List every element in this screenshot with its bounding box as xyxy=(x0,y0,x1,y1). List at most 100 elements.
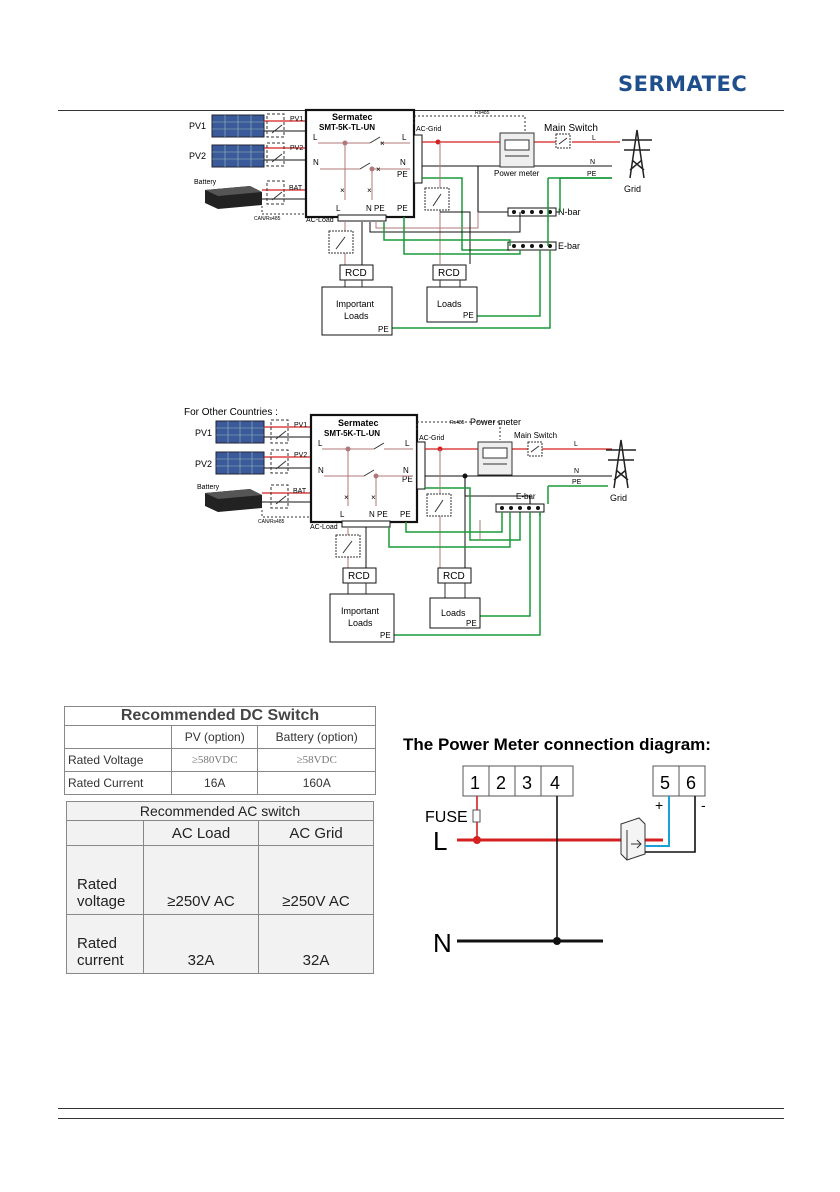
important-loads-label-2: Loads xyxy=(348,618,373,628)
pv2-panel-icon xyxy=(215,451,265,475)
pv2-port-label: PV2 xyxy=(290,145,303,152)
meter-connection-diagram: The Power Meter connection diagram: 1 2 … xyxy=(403,735,711,956)
footer-divider-1 xyxy=(58,1108,784,1109)
pe-label: PE xyxy=(466,619,477,628)
ac-row-current-label: Rated current xyxy=(66,914,144,974)
grid-tower-icon xyxy=(622,129,652,179)
meter-diagram-title: The Power Meter connection diagram: xyxy=(403,735,711,754)
loads-box xyxy=(429,597,481,629)
rcd-2-box xyxy=(432,264,467,281)
rcd-1-box xyxy=(339,264,374,281)
header-divider xyxy=(58,110,784,111)
terminal-6: 6 xyxy=(686,773,696,793)
inverter-brand: Sermatec xyxy=(338,418,379,428)
line-n-label: N xyxy=(433,928,452,956)
inv-n-label: N xyxy=(313,158,319,167)
inv-grid-n-label: N xyxy=(403,466,409,475)
relay-mark: × xyxy=(376,165,381,174)
bat-port-label: BAT xyxy=(289,185,303,192)
rcd-label: RCD xyxy=(348,571,370,582)
inv-load-l-label: L xyxy=(340,510,345,519)
power-meter-1-icon xyxy=(499,132,535,168)
inv-grid-n-label: N xyxy=(400,158,406,167)
grid-pe-label: PE xyxy=(587,171,597,178)
ac-table-title: Recommended AC switch xyxy=(66,801,374,821)
inverter-model: SMT-5K-TL-UN xyxy=(324,429,380,438)
n-bar-label: N-bar xyxy=(558,207,581,217)
rcd-label: RCD xyxy=(438,268,460,279)
terminal-2: 2 xyxy=(496,773,506,793)
dc-row-current-label: Rated Current xyxy=(64,771,172,795)
ac-empty-cell xyxy=(66,820,144,846)
dc-switch-table: Recommended DC Switch PV (option) Batter… xyxy=(64,706,376,795)
ac-current-label-1: Rated xyxy=(77,935,118,952)
e-bar-label: E-bar xyxy=(516,492,536,501)
inv-load-pe-label: PE xyxy=(377,510,388,519)
rs485-label: Rs485 xyxy=(450,420,465,426)
rcd-label: RCD xyxy=(443,571,465,582)
ct-clamp-icon xyxy=(620,817,646,861)
pe-label: PE xyxy=(463,311,474,320)
inverter-model: SMT-5K-TL-UN xyxy=(319,123,375,132)
rcd-2-box xyxy=(437,567,472,584)
pv1-panel-icon xyxy=(215,420,265,444)
battery-label: Battery xyxy=(194,179,217,186)
pv2-port-label: PV2 xyxy=(294,452,307,459)
line-l-label: L xyxy=(433,826,447,856)
ac-load-voltage: ≥250V AC xyxy=(143,845,259,915)
inv-load-pe-label: PE xyxy=(374,204,385,213)
ac-grid-label: AC-Grid xyxy=(419,435,444,442)
grid-l-label: L xyxy=(574,441,578,448)
ac-load-terminal xyxy=(337,214,387,222)
important-loads-box xyxy=(329,593,395,643)
main-switch-label: Main Switch xyxy=(544,123,598,134)
battery-icon xyxy=(205,489,262,512)
inv-grid-pe-label: PE xyxy=(397,170,408,179)
inv-load-l-label: L xyxy=(336,204,341,213)
minus-label: - xyxy=(701,797,706,813)
dc-col-battery: Battery (option) xyxy=(257,725,376,749)
inv-load-n-label: N xyxy=(369,510,375,519)
ac-grid-label: AC-Grid xyxy=(416,126,441,133)
dc-empty-cell xyxy=(64,725,172,749)
terminal-1: 1 xyxy=(470,773,480,793)
dc-switch-box xyxy=(270,419,289,509)
wiring-diagram-2: For Other Countries : PV1 PV2 Battery PV… xyxy=(184,407,636,643)
inv-l-label: L xyxy=(318,439,323,448)
important-loads-label: Important xyxy=(341,606,380,616)
grid-label: Grid xyxy=(610,493,627,503)
grid-l-label: L xyxy=(592,135,596,142)
relay-mark: × xyxy=(371,493,376,502)
pv2-label: PV2 xyxy=(195,459,212,469)
grid-pe-label: PE xyxy=(572,479,582,486)
dc-row-voltage-label: Rated Voltage xyxy=(64,748,172,772)
inv-pe-label: PE xyxy=(400,510,411,519)
other-countries-caption: For Other Countries : xyxy=(184,407,278,418)
battery-icon xyxy=(205,186,262,209)
inv-pe-label: PE xyxy=(397,204,408,213)
dc-bat-current: 160A xyxy=(257,771,376,795)
ac-grid-terminal xyxy=(416,441,426,490)
can-label: CAN/Rs485 xyxy=(258,519,285,525)
pv1-panel-icon xyxy=(211,114,265,138)
important-loads-box xyxy=(321,286,393,336)
ac-load-label: AC-Load xyxy=(310,524,338,531)
important-loads-label: Important xyxy=(336,299,375,309)
ac-voltage-label-1: Rated xyxy=(77,876,118,893)
ac-grid-current: 32A xyxy=(258,914,374,974)
relay-mark: × xyxy=(340,186,345,195)
ac-col-grid: AC Grid xyxy=(258,820,374,846)
pv1-label: PV1 xyxy=(195,428,212,438)
ac-current-label-2: current xyxy=(77,952,124,969)
ac-voltage-label-2: voltage xyxy=(77,893,126,910)
fuse-icon xyxy=(472,809,481,823)
dc-table-title: Recommended DC Switch xyxy=(64,706,376,726)
power-meter-label: Power meter xyxy=(470,417,521,427)
relay-mark: × xyxy=(367,186,372,195)
fuse-label: FUSE xyxy=(425,809,468,826)
grid-n-label: N xyxy=(574,468,579,475)
plus-label: + xyxy=(655,797,663,813)
relay-mark: × xyxy=(344,493,349,502)
pe-label: PE xyxy=(380,631,391,640)
power-meter-label: Power meter xyxy=(494,169,540,178)
